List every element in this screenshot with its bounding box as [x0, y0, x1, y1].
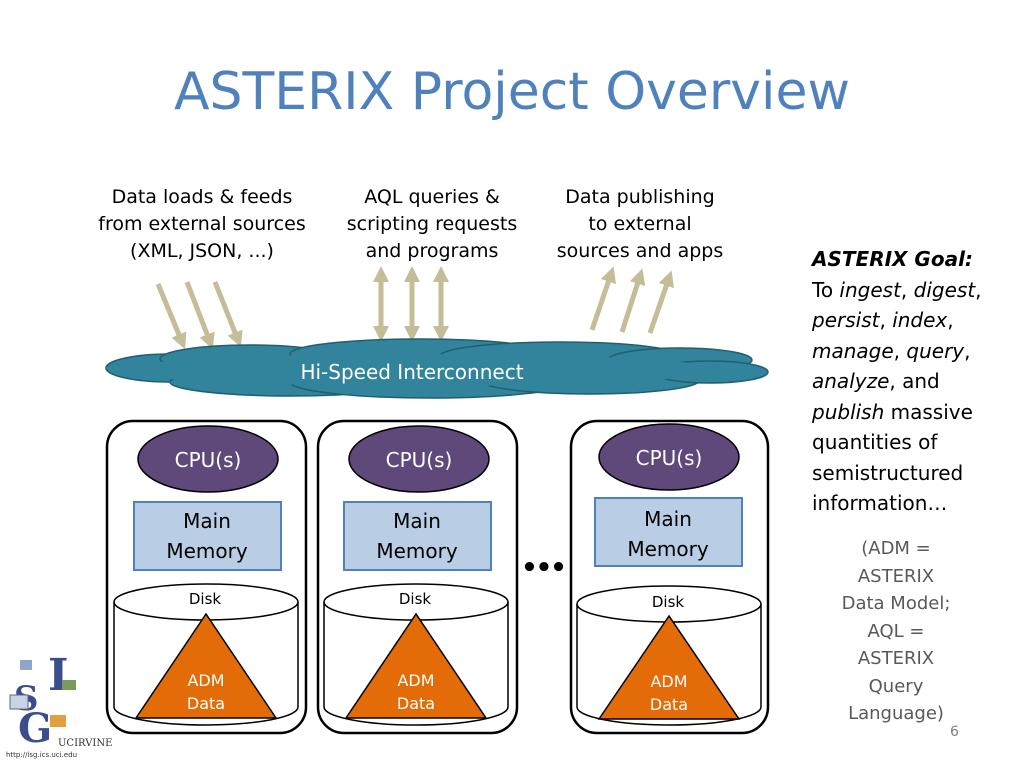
goal-fragment: ,: [879, 308, 893, 332]
logo-org: UCIRVINE: [58, 738, 112, 749]
cpu-label: CPU(s): [386, 448, 453, 472]
adm-label: ADM: [397, 671, 434, 690]
cpu-label: CPU(s): [175, 448, 242, 472]
goal-verb: query: [906, 338, 965, 363]
slide-title: ASTERIX Project Overview: [173, 62, 851, 122]
logo-graphic: [9, 694, 29, 710]
disk-label: Disk: [189, 590, 222, 608]
memory-label: Main: [393, 509, 441, 533]
query-arrows: [372, 265, 450, 343]
note-line: Query: [868, 675, 924, 697]
goal-verb: manage: [812, 338, 894, 363]
adm-label: ADM: [187, 671, 224, 690]
page-number: 6: [950, 724, 959, 740]
node-2: CPU(s) Main Memory Disk ADM Data: [316, 419, 519, 735]
input-label-line: to external: [588, 213, 692, 235]
memory-label: Main: [183, 509, 231, 533]
logo-graphic: [62, 680, 76, 690]
publish-arrow: [589, 266, 617, 331]
note-line: AQL =: [867, 620, 925, 642]
main-memory-box: [343, 501, 492, 571]
input-label-publishing: Data publishing to external sources and …: [540, 184, 740, 265]
adm-label: Data: [397, 694, 435, 713]
isg-logo: I S G UCIRVINE: [9, 650, 112, 752]
adm-data-triangle: [344, 612, 488, 719]
adm-label: Data: [187, 694, 225, 713]
feed-arrows: [155, 281, 243, 350]
logo-letter-i: I: [48, 650, 69, 701]
publish-arrows: [589, 266, 674, 334]
memory-label: Memory: [376, 539, 458, 563]
input-label-line: and programs: [365, 240, 499, 262]
input-label-queries: AQL queries & scripting requests and pro…: [332, 184, 532, 265]
goal-fragment: ,: [900, 277, 914, 302]
goal-verb: analyze: [812, 369, 890, 393]
feed-arrow: [184, 281, 215, 350]
note-line: ASTERIX: [857, 648, 935, 669]
goal-verb: persist: [812, 308, 880, 332]
adm-label: ADM: [650, 672, 687, 691]
feed-arrow: [155, 283, 187, 350]
cpu-label: CPU(s): [636, 446, 703, 470]
note-line: (ADM =: [861, 538, 931, 559]
publish-arrow: [619, 268, 646, 333]
goal-verb: publish: [812, 399, 885, 424]
memory-label: Memory: [627, 537, 709, 561]
adm-label: Data: [650, 695, 688, 714]
input-label-line: scripting requests: [346, 213, 518, 235]
input-label-line: sources and apps: [556, 240, 724, 262]
goal-verb: ingest: [839, 277, 901, 302]
note-line: Data Model;: [841, 593, 951, 614]
publish-arrow: [647, 270, 674, 334]
cpu-ellipse: [348, 425, 490, 493]
main-memory-box: [594, 497, 743, 567]
input-label-line: Data publishing: [565, 186, 715, 208]
disk-label: Disk: [652, 593, 685, 611]
logo-url: http://isg.ics.uci.edu: [6, 751, 78, 759]
input-label-line: AQL queries &: [364, 186, 500, 208]
interconnect-label: Hi-Speed Interconnect: [300, 360, 523, 384]
interconnect-cloud: [105, 338, 769, 399]
input-label-line: (XML, JSON, ...): [130, 240, 274, 262]
goal-fragment: To: [812, 277, 840, 302]
more-nodes-ellipsis: •••: [521, 553, 565, 583]
logo-graphic: [20, 660, 32, 670]
input-label-line: Data loads & feeds: [111, 186, 293, 208]
goal-verb: digest: [913, 277, 976, 302]
main-memory-box: [133, 501, 282, 571]
input-label-feeds: Data loads & feeds from external sources…: [82, 184, 322, 265]
logo-graphic: [50, 715, 66, 727]
goal-fragment: ,: [947, 308, 954, 332]
cpu-ellipse: [137, 425, 279, 493]
note-line: Language): [848, 703, 944, 724]
input-label-line: from external sources: [98, 213, 306, 235]
cpu-ellipse: [598, 423, 740, 491]
feed-arrow: [212, 281, 243, 348]
logo-letter-g: G: [18, 705, 52, 752]
adm-data-triangle: [597, 614, 741, 720]
adm-data-triangle: [134, 612, 278, 719]
goal-fragment: massive quantities of semistructured inf…: [812, 399, 973, 516]
memory-label: Main: [644, 507, 692, 531]
node-1: CPU(s) Main Memory Disk ADM Data: [105, 419, 308, 735]
goal-fragment: ,: [893, 338, 907, 363]
disk-label: Disk: [399, 590, 432, 608]
goal-fragment: ,: [964, 338, 971, 363]
goal-fragment: , and: [889, 369, 940, 393]
goal-fragment: ,: [975, 277, 982, 302]
goal-text: ASTERIX Goal: To ingest, digest, persist…: [812, 244, 1017, 519]
memory-label: Memory: [166, 539, 248, 563]
definitions-note: (ADM = ASTERIX Data Model; AQL = ASTERIX…: [826, 535, 966, 728]
node-3: CPU(s) Main Memory Disk ADM Data: [569, 419, 770, 735]
note-line: ASTERIX: [857, 565, 935, 587]
goal-heading: ASTERIX Goal:: [812, 247, 973, 271]
goal-verb: index: [892, 308, 948, 332]
